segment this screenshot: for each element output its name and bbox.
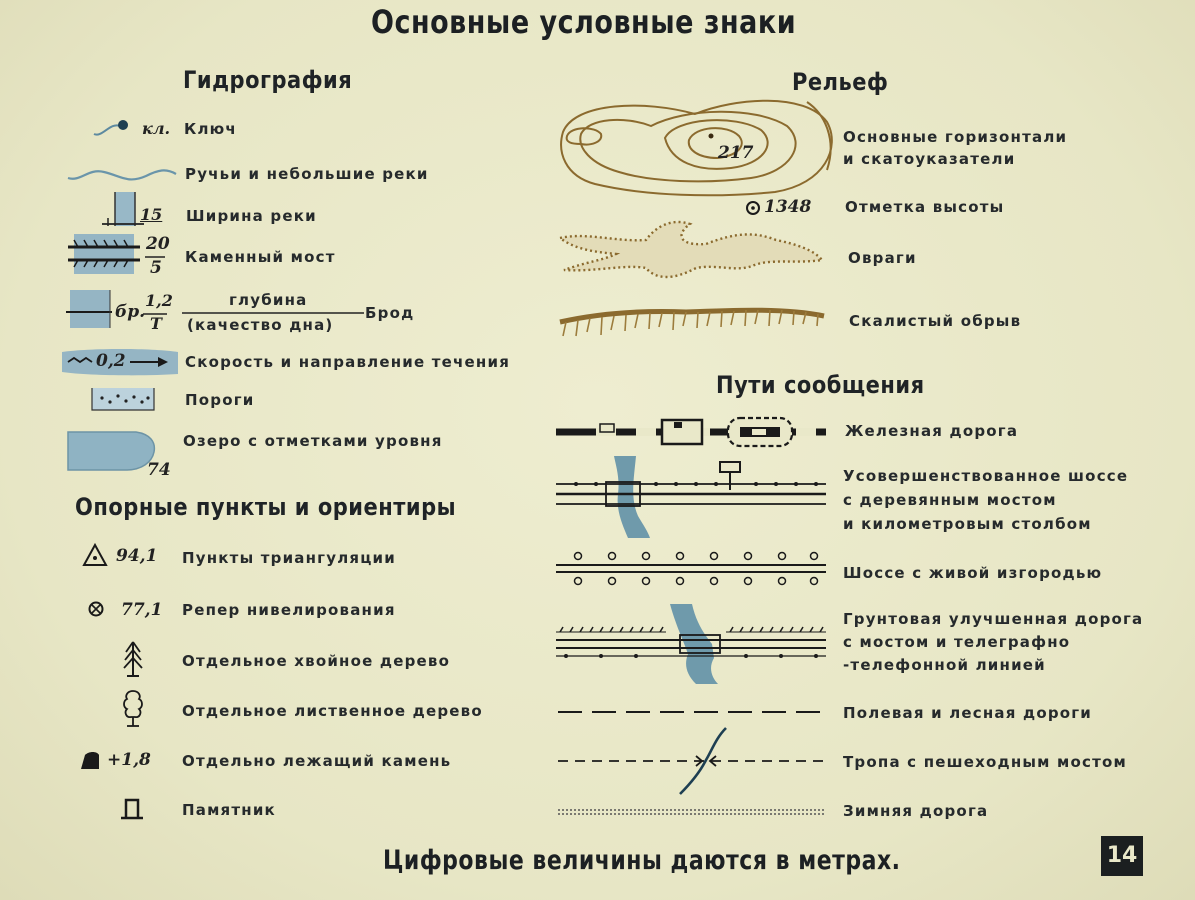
bridge-bottom-value: 5	[150, 258, 162, 278]
label-river-width: Ширина реки	[186, 207, 317, 225]
label-winter-road: Зимняя дорога	[843, 802, 989, 820]
label-highway-2: с деревянным мостом	[843, 491, 1057, 509]
stream-icon	[67, 169, 177, 181]
label-railway: Железная дорога	[845, 422, 1019, 440]
label-dirt-road-2: с мостом и телеграфно	[843, 633, 1071, 651]
label-depth: глубина	[229, 291, 308, 309]
spring-abbr: кл.	[142, 119, 171, 138]
page-title: Основные условные знаки	[371, 4, 797, 42]
field-road-icon	[558, 711, 826, 713]
label-contours-2: и скатоуказатели	[843, 150, 1016, 168]
spring-icon	[93, 120, 128, 136]
stone-value: +1,8	[107, 750, 151, 770]
label-trail: Тропа с пешеходным мостом	[843, 753, 1127, 771]
triangulation-value: 94,1	[116, 546, 158, 566]
label-contours-1: Основные горизонтали	[843, 128, 1068, 146]
bridge-top-value: 20	[146, 234, 170, 254]
label-dirt-road-1: Грунтовая улучшенная дорога	[843, 610, 1144, 628]
river-width-icon	[102, 192, 144, 226]
deciduous-tree-icon	[123, 690, 143, 727]
stone-bridge-icon	[68, 234, 140, 274]
lake-icon	[67, 431, 156, 471]
contour-value: 217	[718, 143, 754, 163]
heading-relief: Рельеф	[792, 68, 889, 96]
lake-level-value: 74	[147, 460, 171, 480]
ravine-icon	[557, 220, 825, 279]
reper-icon	[88, 601, 104, 617]
heading-roads: Пути сообщения	[716, 371, 925, 399]
ford-icon	[66, 290, 112, 328]
hedge-road-icon	[556, 551, 826, 586]
stone-icon	[81, 752, 99, 769]
rapids-icon	[91, 388, 155, 411]
label-ford: Брод	[365, 304, 415, 322]
trail-icon	[558, 727, 826, 795]
label-lake: Озеро с отметками уровня	[183, 432, 443, 450]
label-rapids: Пороги	[185, 391, 255, 409]
depth-fraction-line	[182, 312, 364, 314]
label-conifer: Отдельное хвойное дерево	[182, 652, 451, 670]
label-bottom-quality: (качество дна)	[187, 316, 334, 334]
label-streams: Ручьи и небольшие реки	[185, 165, 429, 183]
label-stone: Отдельно лежащий камень	[182, 752, 452, 770]
label-monument: Памятник	[182, 801, 276, 819]
label-ravines: Овраги	[848, 249, 917, 267]
monument-icon	[121, 798, 143, 820]
label-highway-3: и километровым столбом	[843, 515, 1092, 533]
bridge-fraction-line	[145, 256, 165, 258]
cliff-icon	[559, 307, 825, 337]
label-stone-bridge: Каменный мост	[185, 248, 336, 266]
dirt-road-icon	[556, 604, 826, 684]
height-value: 1348	[764, 197, 812, 217]
ford-abbr: бр.	[115, 302, 146, 322]
label-reper: Репер нивелирования	[182, 601, 396, 619]
height-mark-icon	[746, 201, 760, 215]
heading-landmarks: Опорные пункты и ориентиры	[75, 493, 457, 521]
ford-fraction-line	[143, 313, 167, 315]
label-current: Скорость и направление течения	[185, 353, 511, 371]
heading-hydrography: Гидрография	[183, 66, 353, 94]
label-hedge-road: Шоссе с живой изгородью	[843, 564, 1103, 582]
river-width-value: 15	[140, 205, 163, 224]
ford-bottom-value: Т	[150, 314, 162, 333]
conifer-tree-icon	[123, 641, 143, 677]
footer-note: Цифровые величины даются в метрах.	[383, 846, 901, 876]
label-cliff: Скалистый обрыв	[849, 312, 1022, 330]
label-triangulation: Пункты триангуляции	[182, 549, 396, 567]
highway-icon	[556, 456, 826, 538]
ford-top-value: 1,2	[145, 291, 173, 310]
label-field-road: Полевая и лесная дороги	[843, 704, 1093, 722]
label-height-mark: Отметка высоты	[845, 198, 1005, 216]
label-highway-1: Усовершенствованное шоссе	[843, 467, 1129, 485]
reper-value: 77,1	[121, 600, 163, 620]
label-dirt-road-3: -телефонной линией	[843, 656, 1046, 674]
triangulation-icon	[82, 542, 108, 566]
slide-number-badge: 14	[1101, 836, 1143, 876]
label-deciduous: Отдельное лиственное дерево	[182, 702, 483, 720]
label-spring: Ключ	[184, 120, 237, 138]
winter-road-icon	[558, 809, 826, 815]
railway-icon	[556, 416, 826, 448]
contour-lines-icon	[560, 99, 833, 197]
current-speed-value: 0,2	[94, 351, 128, 371]
